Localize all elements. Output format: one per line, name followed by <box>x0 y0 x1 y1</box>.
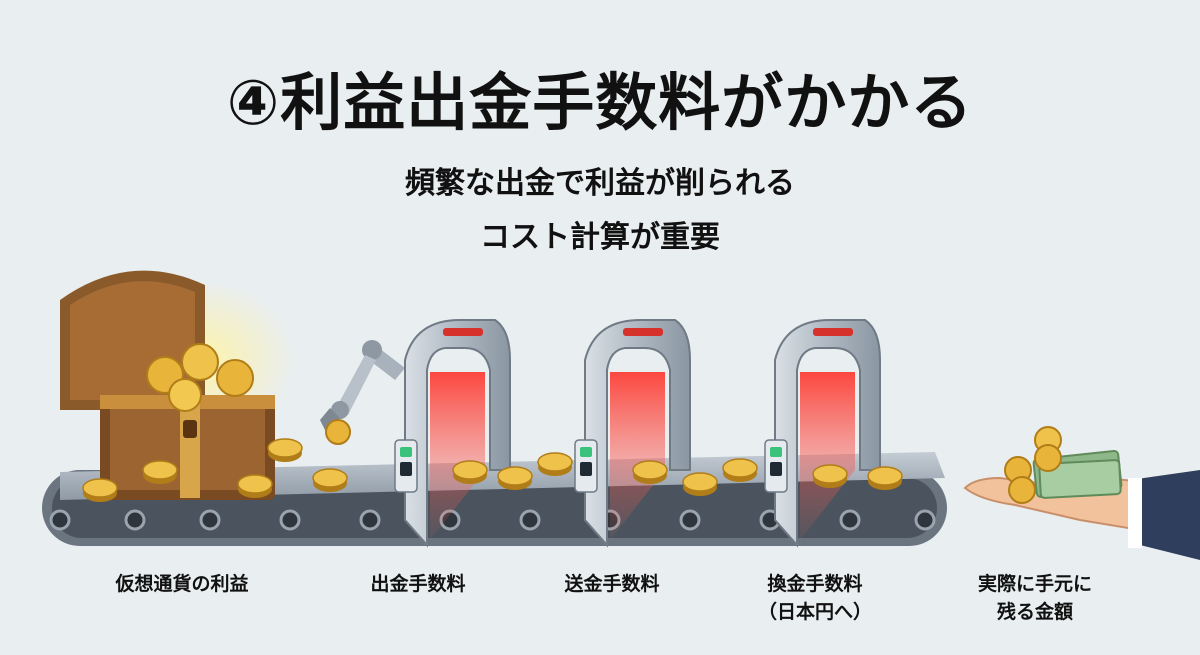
bitcoin-coin-icon <box>537 452 573 476</box>
fee-gate-icon <box>394 319 511 548</box>
coins-on-belt <box>82 438 903 502</box>
bitcoin-coin-icon <box>682 472 718 496</box>
roller <box>199 509 221 531</box>
bitcoin-coin-icon <box>452 460 488 484</box>
stage-label-exchange-fee: 換金手数料 （日本円へ） <box>757 573 873 623</box>
treasure-chest-icon <box>60 270 295 500</box>
roller <box>49 509 71 531</box>
yen-coin-icon <box>1004 426 1062 504</box>
bitcoin-coin-icon <box>142 460 178 484</box>
page-title: ④利益出金手数料がかかる <box>226 66 974 139</box>
fee-gate-icon <box>574 319 691 548</box>
stage-label-transfer-fee: 送金手数料 <box>564 573 660 595</box>
bitcoin-coin-icon <box>812 464 848 488</box>
bitcoin-coin-icon <box>312 468 348 492</box>
stage-label-final-amount: 実際に手元に 残る金額 <box>977 573 1093 623</box>
stage-label-withdrawal-fee: 出金手数料 <box>370 573 466 595</box>
bitcoin-coin-icon <box>632 460 668 484</box>
bitcoin-coin-icon <box>722 458 758 482</box>
roller <box>519 509 541 531</box>
roller <box>124 509 146 531</box>
roller <box>279 509 301 531</box>
stage-label-profit: 仮想通貨の利益 <box>115 573 249 595</box>
bitcoin-coin-icon <box>867 466 903 490</box>
subtitle-line-2: コスト計算が重要 <box>480 220 720 255</box>
bitcoin-coin-icon <box>267 438 303 462</box>
fee-gate-icon <box>764 319 881 548</box>
subtitle-line-1: 頻繁な出金で利益が削られる <box>405 166 795 201</box>
bitcoin-coin-icon <box>237 474 273 498</box>
roller <box>679 509 701 531</box>
robot-arm-icon <box>320 340 405 445</box>
bitcoin-coin-icon <box>497 466 533 490</box>
fee-gates <box>394 319 881 548</box>
roller <box>839 509 861 531</box>
bitcoin-coin-icon <box>82 478 118 502</box>
roller <box>914 509 936 531</box>
roller <box>359 509 381 531</box>
bitcoin-coin-icon <box>325 419 351 445</box>
